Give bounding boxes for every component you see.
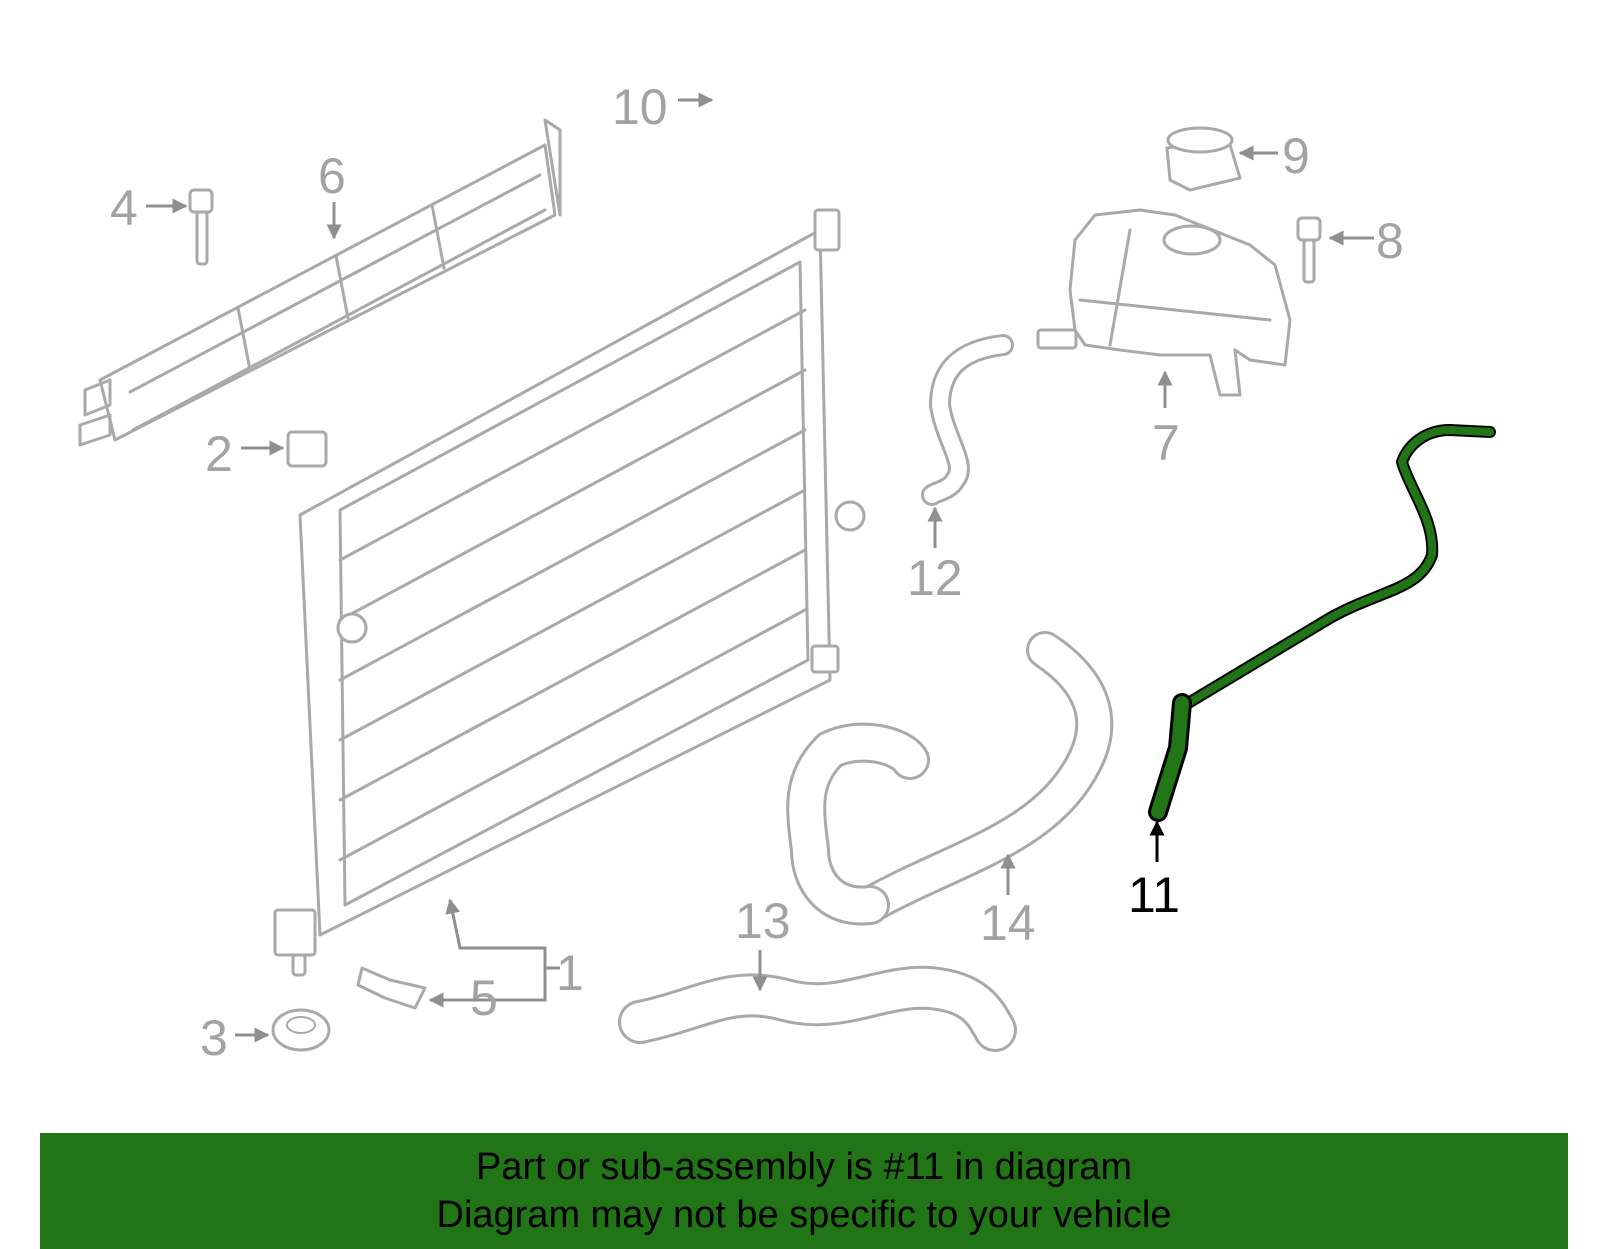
part-8-bolt: [1296, 216, 1322, 284]
callout-11: 11: [1128, 867, 1180, 923]
part-1-radiator: [273, 208, 866, 977]
part-9-cap: [1165, 126, 1242, 192]
part-3-grommet: [271, 1008, 331, 1052]
callout-8: 8: [1376, 213, 1404, 269]
callout-13: 13: [735, 893, 791, 949]
part-12-hose: [921, 334, 1014, 506]
part-14-hose: [786, 631, 1114, 926]
part-6-deflector-panel: [78, 118, 562, 447]
callout-7: 7: [1152, 415, 1180, 471]
banner-line-1: Part or sub-assembly is #11 in diagram: [475, 1146, 1133, 1188]
leader-lines: [146, 92, 1374, 1043]
callout-5: 5: [470, 970, 498, 1026]
callout-14: 14: [980, 895, 1036, 951]
part-10-hose: [716, 93, 1059, 165]
banner-line-2: Diagram may not be specific to your vehi…: [436, 1194, 1172, 1236]
part-4-bolt: [188, 188, 214, 266]
part-7-reservoir: [1036, 208, 1292, 397]
callout-10: 10: [612, 79, 668, 135]
callout-12: 12: [907, 550, 963, 606]
callout-9: 9: [1282, 128, 1310, 184]
part-13-hose: [618, 965, 1017, 1052]
callout-1: 1: [556, 945, 584, 1001]
callout-labels: 1 2 3 4 5 6 7 8 9 10 11 12 13 14: [110, 79, 1404, 1066]
callout-3: 3: [200, 1010, 228, 1066]
callout-2: 2: [205, 426, 233, 482]
part-11-hose-highlighted: [1148, 424, 1496, 822]
callout-4: 4: [110, 180, 138, 236]
part-5-sensor: [356, 966, 427, 1010]
callout-6: 6: [318, 148, 346, 204]
part-2-clip: [286, 430, 328, 468]
info-banner: Part or sub-assembly is #11 in diagram D…: [40, 1133, 1568, 1249]
